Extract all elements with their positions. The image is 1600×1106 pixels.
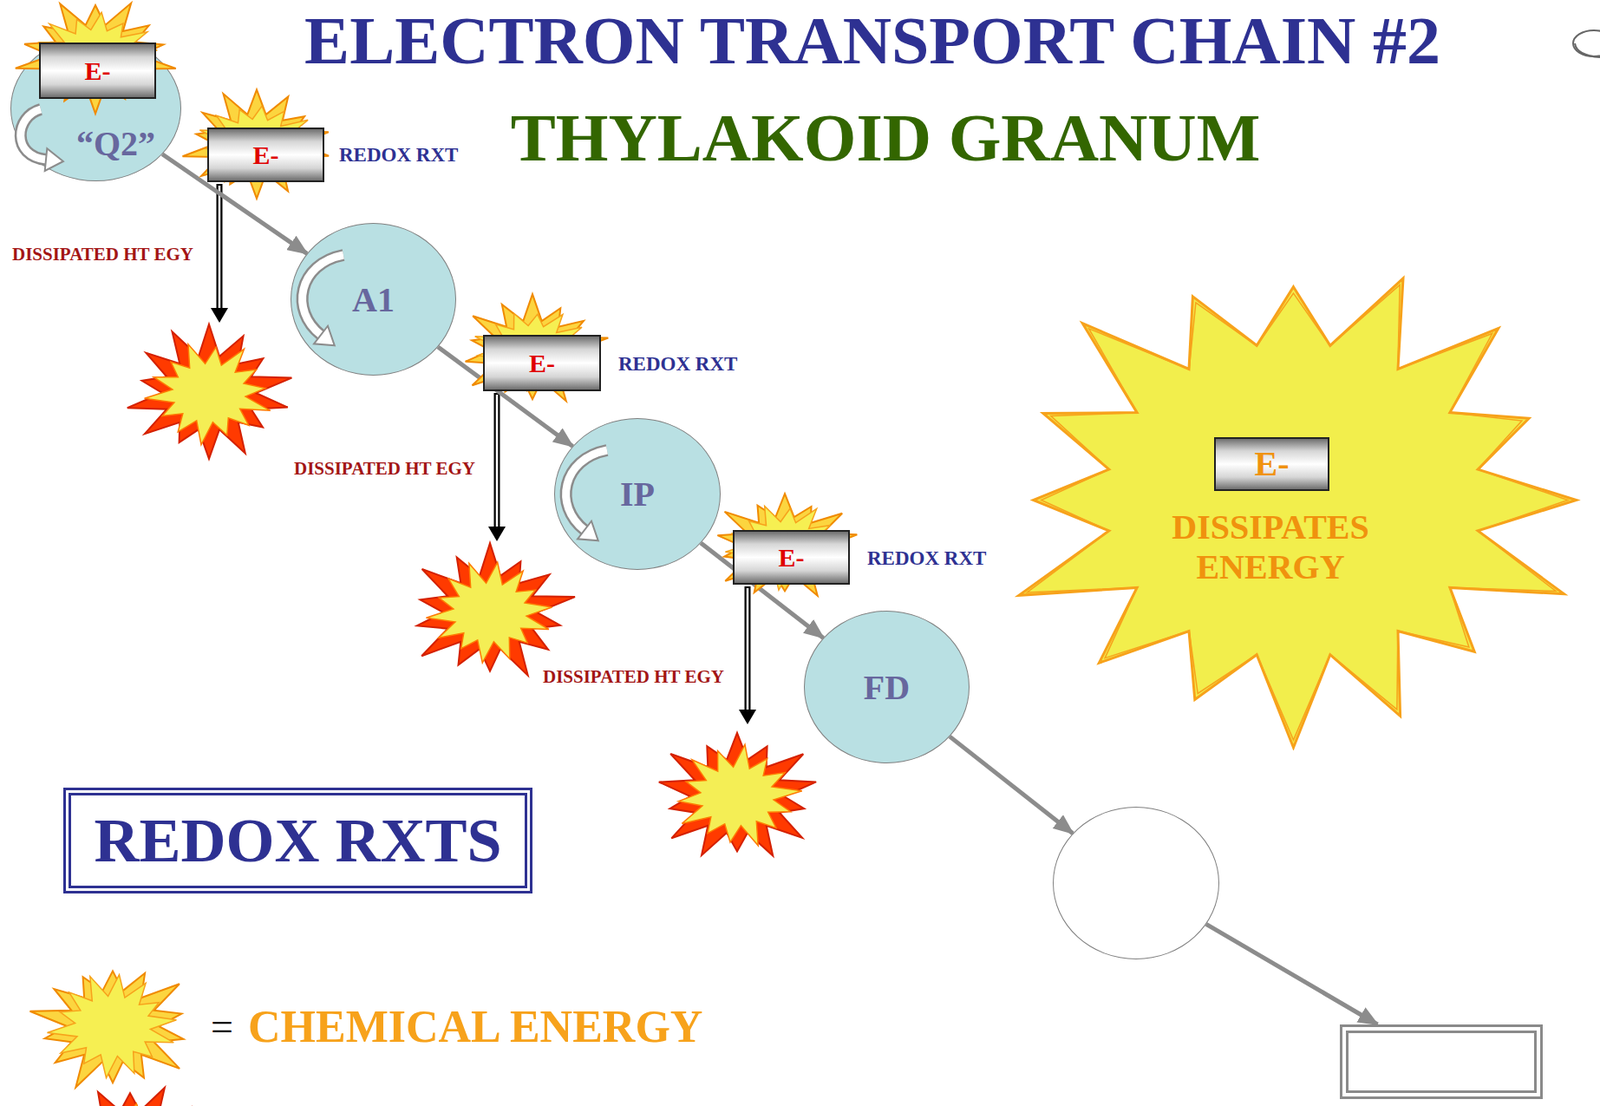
heat-burst-outer — [659, 732, 817, 856]
node-text: E- — [253, 140, 280, 170]
text-block: DISSIPATES ENERGY — [1153, 507, 1388, 588]
electron-box: E- — [39, 42, 157, 99]
heat-burst-outer — [51, 1087, 207, 1106]
carrier-circle: FD — [803, 610, 970, 764]
cycle-arrow-body — [566, 450, 608, 530]
heat-burst-outer — [127, 324, 293, 459]
heat-label-holder: DISSIPATED HT EGY — [12, 243, 194, 266]
heat-arrow-core — [218, 185, 222, 309]
node-text: IP — [620, 473, 655, 515]
corner-icon — [1573, 30, 1600, 57]
cycle-arrow-edge — [302, 254, 344, 335]
legend-text-holder: CHEMICAL ENERGY — [248, 1000, 703, 1052]
heat-arrow-head — [738, 709, 757, 725]
reaction-label: REDOX RXT — [339, 143, 458, 166]
node-text: FD — [863, 666, 910, 708]
heat-arrow-shaft — [744, 586, 752, 712]
burst-shape — [1018, 278, 1577, 748]
energy-burst-outer — [15, 3, 177, 115]
subtitle: THYLAKOID GRANUM — [510, 99, 1261, 176]
heading-box: REDOX RXTS — [63, 787, 533, 894]
cycle-arrow-head — [313, 326, 335, 347]
heat-label-holder: DISSIPATED HT EGY — [542, 666, 725, 688]
cycle-arrow-edge — [566, 450, 608, 530]
carrier-circle: IP — [554, 417, 721, 570]
burst-inner-line — [1026, 285, 1568, 741]
heat-burst-inner — [678, 744, 802, 846]
energy-burst-outer — [30, 970, 184, 1087]
electron-path-arrow — [949, 736, 1073, 834]
electron-path-arrow — [1206, 923, 1378, 1025]
heat-arrow-shaft — [216, 183, 223, 311]
heat-arrow-core — [496, 394, 499, 528]
node-text: REDOX RXTS — [93, 804, 502, 877]
title-holder: ELECTRON TRANSPORT CHAIN #2 — [304, 1, 1441, 80]
equals-sign-holder: = — [210, 1003, 234, 1050]
node-text: E- — [528, 348, 556, 379]
electron-box: E- — [1214, 437, 1330, 491]
electron-box: E- — [732, 529, 850, 585]
carrier-circle: A1 — [290, 222, 457, 376]
cycle-arrow-body — [302, 254, 344, 335]
electron-box: E- — [207, 127, 325, 183]
empty-box — [1339, 1024, 1543, 1099]
node-text: DISSIPATES ENERGY — [1153, 507, 1388, 588]
subtitle-holder: THYLAKOID GRANUM — [510, 98, 1261, 177]
cycle-arrow-edge — [20, 109, 46, 160]
node-text: E- — [84, 56, 112, 86]
reaction-label: REDOX RXT — [618, 352, 738, 375]
reaction-label: REDOX RXT — [867, 547, 987, 569]
reaction-label-holder: REDOX RXT — [339, 143, 458, 167]
corner-icon-curve — [1574, 43, 1600, 58]
energy-burst: DISSIPATES ENERGY E- — [994, 249, 1593, 751]
cycle-arrow-body — [20, 109, 46, 160]
energy-burst-inner — [47, 974, 177, 1078]
node-text: “Q2” — [76, 123, 156, 164]
title: ELECTRON TRANSPORT CHAIN #2 — [304, 2, 1441, 79]
heat-burst-inner — [72, 1103, 184, 1106]
burst-outline — [994, 249, 1593, 751]
energy-burst-outer — [182, 89, 330, 198]
heat-label-holder: DISSIPATED HT EGY — [293, 457, 476, 480]
heat-burst-inner — [144, 344, 271, 445]
reaction-label-holder: REDOX RXT — [618, 352, 738, 376]
energy-burst-outer — [717, 493, 857, 596]
heat-burst-inner — [426, 561, 553, 663]
node-text: A1 — [352, 279, 395, 320]
heat-label: DISSIPATED HT EGY — [12, 243, 194, 265]
legend-text: CHEMICAL ENERGY — [248, 1001, 703, 1052]
heat-arrow-shaft — [494, 392, 501, 529]
heat-arrow-head — [210, 307, 229, 323]
empty-circle — [1052, 806, 1220, 960]
energy-burst-outer — [465, 293, 609, 401]
electron-box: E- — [483, 334, 601, 392]
cycle-arrow-head — [577, 521, 599, 542]
cycle-arrow-head — [45, 148, 64, 171]
heat-label: DISSIPATED HT EGY — [542, 666, 725, 687]
heat-arrow-core — [746, 587, 750, 711]
heat-arrow-head — [488, 526, 506, 542]
equals-sign: = — [210, 1004, 234, 1049]
reaction-label-holder: REDOX RXT — [867, 547, 987, 570]
heat-label: DISSIPATED HT EGY — [293, 457, 476, 479]
node-text: E- — [1254, 444, 1290, 484]
heat-burst-outer — [417, 542, 575, 676]
node-text: E- — [778, 542, 805, 573]
